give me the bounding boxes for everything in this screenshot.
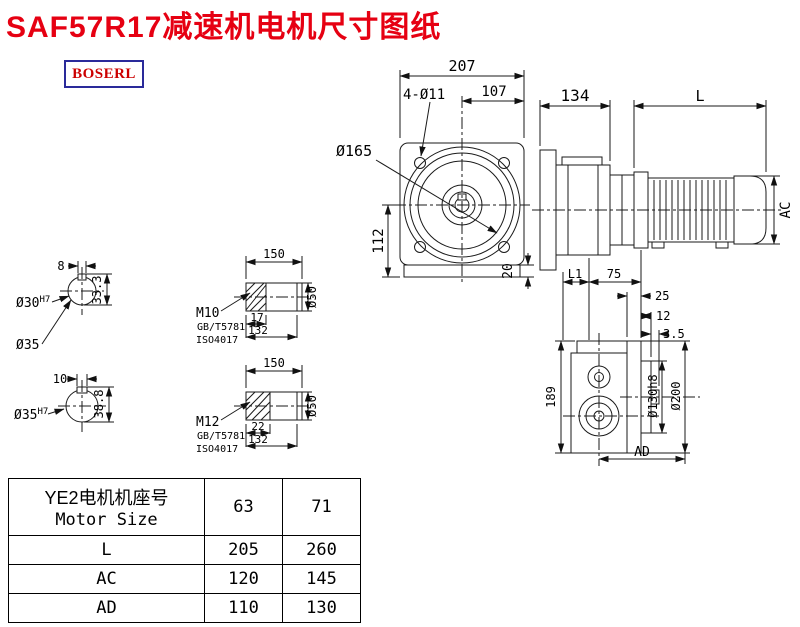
dim-motor-length: L [695,87,704,105]
table-size-71: 71 [282,478,361,536]
label-thread-m12: M12 [196,415,219,430]
dim-l1: L1 [568,267,582,281]
dim-25: 25 [655,289,669,303]
dim-key-width-10: 10 [53,372,67,386]
dim-189: 189 [544,386,558,408]
table-row-l: L 205 260 [8,535,361,565]
row-label-ac: AC [8,564,205,594]
dim-bore-35h7: Ø35H7 [14,407,48,423]
output-flange-view-dimension-lines [555,250,690,464]
shaft-detail-1-dimension-lines [220,256,312,341]
row-label-ad: AD [8,593,205,623]
dim-bolt-holes: 4-Ø11 [403,87,445,103]
motor-side-view-dimension-lines [539,100,780,245]
row-ac-value-71: 145 [282,564,361,594]
dim-front-width: 207 [448,57,475,75]
page-title: SAF57R17减速机电机尺寸图纸 [6,11,442,44]
shaft-detail-1-geometry [234,282,314,312]
table-row-header: YE2电机机座号 Motor Size 63 71 [8,478,361,536]
table-row-ac: AC 120 145 [8,564,361,594]
dim-75: 75 [607,267,621,281]
shaft-section-2-geometry [58,380,106,432]
label-standard-gb-1: GB/T5781 [197,322,245,333]
dim-3-5: 3.5 [663,327,685,341]
dim-gearbox-length: 134 [561,86,590,105]
shaft-section-2-dimension-lines [47,374,114,423]
table-header-motor-size: YE2电机机座号 Motor Size [8,478,205,536]
row-l-value-71: 260 [282,535,361,565]
table-header-cn: YE2电机机座号 [44,488,169,508]
shaft-detail-2-dimension-lines [220,365,312,450]
dim-thread-length-17: 17 [250,311,263,324]
dim-front-half-width: 107 [481,84,506,100]
dim-motor-diameter: AC [778,202,794,219]
motor-size-table: YE2电机机座号 Motor Size 63 71 L 205 260 AC 1… [8,478,361,623]
label-standard-iso-2: ISO4017 [196,444,238,455]
shaft-section-1-dimension-lines [41,261,112,345]
front-view-dimension-lines [375,70,534,289]
dim-key-width-8: 8 [57,259,64,273]
dim-shaft2-dia: Ø50 [305,395,319,417]
row-ac-value-63: 120 [204,564,283,594]
dim-ad: AD [634,445,650,460]
label-thread-m10: M10 [196,306,219,321]
dim-key-depth-388: 38.8 [92,390,106,419]
dim-shaft2-length: 150 [263,356,285,370]
dim-thread-length-22: 22 [251,420,264,433]
shaft-detail-2-geometry [234,391,314,421]
shaft-section-1-geometry [60,267,104,315]
dim-spigot-dia: Ø130h8 [646,374,660,417]
dim-body-length-132a: 132 [248,324,268,337]
table-header-en: Motor Size [55,510,158,530]
dim-outer-35: Ø35 [16,338,39,353]
dim-bore-30h7: Ø30H7 [16,295,50,311]
row-label-l: L [8,535,205,565]
dim-body-length-132b: 132 [248,433,268,446]
dim-flange-dia: Ø165 [336,142,372,160]
dim-key-depth-333: 33.3 [90,276,104,305]
dim-foot-height: 20 [501,263,516,279]
dim-center-height: 112 [371,228,387,253]
front-view-geometry [394,96,530,283]
row-ad-value-63: 110 [204,593,283,623]
dim-shaft1-dia: Ø50 [305,286,319,308]
dim-flange-dia-200: Ø200 [669,382,683,411]
row-l-value-63: 205 [204,535,283,565]
dim-12: 12 [656,309,670,323]
row-ad-value-71: 130 [282,593,361,623]
table-row-ad: AD 110 130 [8,593,361,623]
boserl-logo: BOSERL [64,60,144,88]
label-standard-iso-1: ISO4017 [196,335,238,346]
dim-shaft1-length: 150 [263,247,285,261]
motor-side-view-geometry [532,149,782,271]
label-standard-gb-2: GB/T5781 [197,431,245,442]
table-size-63: 63 [204,478,283,536]
